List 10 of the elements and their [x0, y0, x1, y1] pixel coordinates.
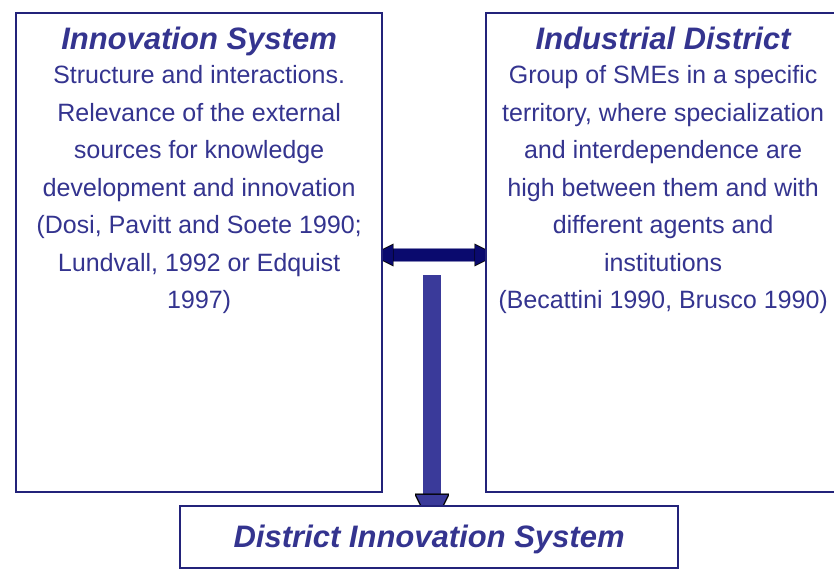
description: Structure and interactions. Relevance of the external sources for knowledge development and innovation — [42, 60, 356, 204]
box-title: Industrial District — [536, 20, 790, 58]
text-box — [485, 12, 834, 493]
citation: (Dosi, Pavitt and Soete 1990; Lundvall, 1992 or Edquist 1997) — [35, 210, 363, 316]
citation: (Becattini 1990, Brusco 1990) — [498, 285, 828, 316]
box-title: Innovation System — [61, 20, 337, 58]
description: Group of SMEs in a specific territory, where specialization and interdependence are high between them and with different agents and institutions — [501, 60, 825, 279]
text-box — [179, 505, 679, 569]
box-title: District Innovation System — [233, 518, 625, 556]
text-box — [15, 12, 383, 493]
